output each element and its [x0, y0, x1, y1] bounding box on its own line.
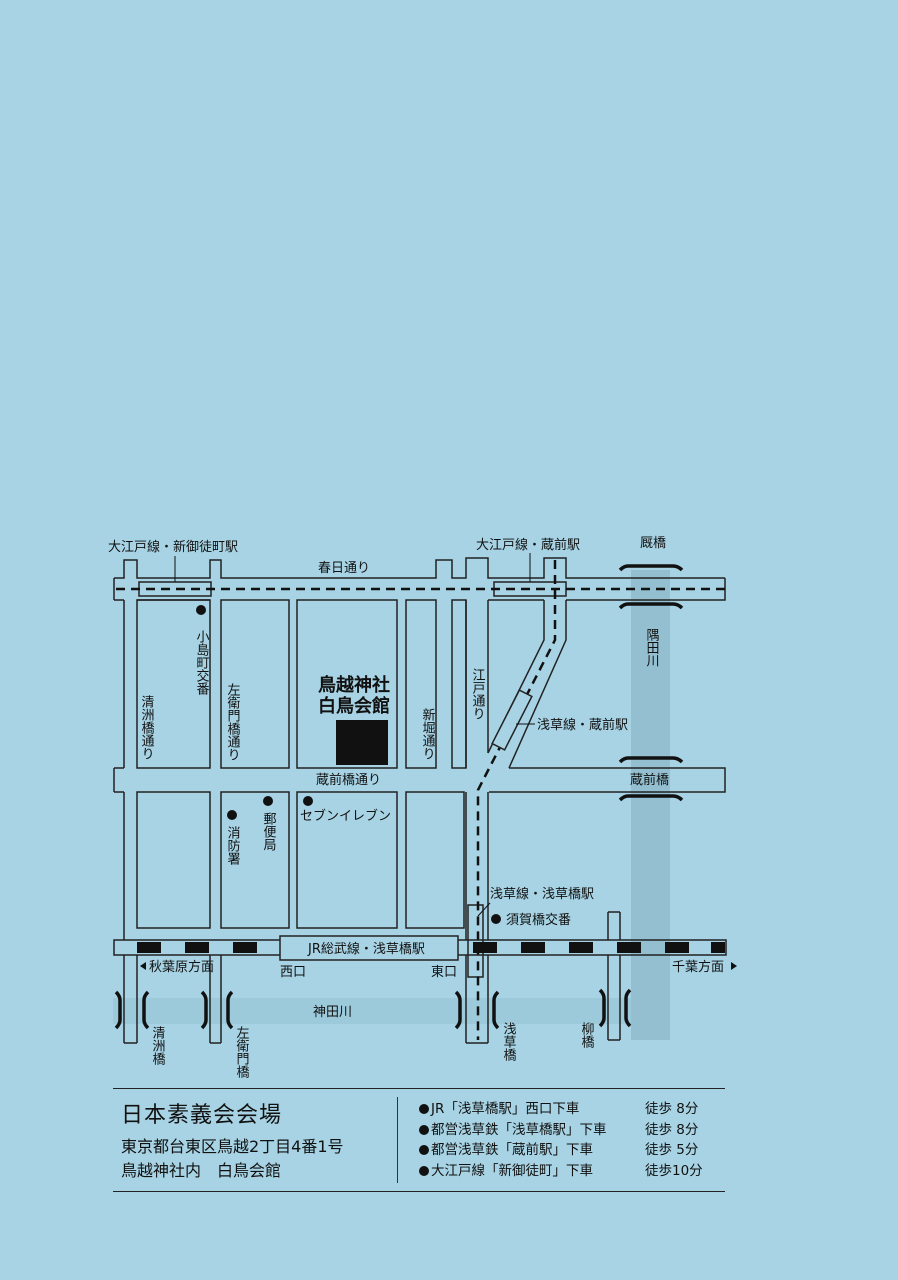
- label-sumida-river: 隅田川: [644, 628, 660, 667]
- label-yanagibashi: 柳橋: [579, 1022, 595, 1049]
- kanda-river: [113, 998, 631, 1024]
- access-route: 大江戸線「新御徒町」下車: [431, 1162, 593, 1179]
- asakusa-kuramae-platform: [491, 689, 533, 751]
- label-shin-okachimachi: 大江戸線・新御徒町駅: [108, 539, 238, 555]
- shrine-building: [336, 720, 388, 765]
- access-time: 徒歩 5分: [645, 1142, 699, 1158]
- label-akihabara: 秋葉原方面: [149, 959, 214, 975]
- bullet-icon: [419, 1124, 429, 1135]
- label-fire-station: 消防署: [225, 826, 241, 866]
- label-asakusa-kuramae: 浅草線・蔵前駅: [537, 717, 628, 733]
- label-umayabashi: 厩橋: [640, 536, 666, 551]
- access-map: 大江戸線・新御徒町駅 大江戸線・蔵前駅 厩橋 春日通り 鳥越神社 白鳥会館 浅草…: [108, 536, 737, 1079]
- bullet-icon: [419, 1104, 429, 1114]
- label-kuramaebashi-dori: 蔵前橋通り: [316, 772, 381, 788]
- label-edo-dori: 江戸通り: [470, 668, 486, 720]
- access-route: 都営浅草鉄「蔵前駅」下車: [431, 1142, 593, 1158]
- label-west-exit: 西口: [280, 965, 306, 980]
- venue-location: 鳥越神社内 白鳥会館: [121, 1161, 282, 1180]
- access-item: 都営浅草鉄「蔵前駅」下車 徒歩 5分: [419, 1138, 719, 1159]
- label-kiyosubashi-bridge: 清洲橋: [150, 1026, 166, 1066]
- road-edges: [113, 557, 726, 1044]
- label-shrine-2: 白鳥会館: [318, 695, 390, 717]
- label-chiba: 千葉方面: [672, 959, 724, 975]
- label-kuramaebashi-bridge: 蔵前橋: [630, 772, 669, 788]
- arrow-left-icon: [140, 962, 146, 970]
- sumida-river: [631, 570, 670, 1040]
- access-route: JR「浅草橋駅」西口下車: [431, 1101, 580, 1117]
- label-saemonbashi-dori: 左衛門橋通り: [225, 683, 241, 761]
- label-asakusabashi-bridge: 浅草橋: [501, 1022, 517, 1062]
- access-item: 都営浅草鉄「浅草橋駅」下車 徒歩 8分: [419, 1118, 719, 1139]
- info-panel: 日本素義会会場 東京都台東区鳥越2丁目4番1号 鳥越神社内 白鳥会館 JR「浅草…: [113, 1088, 725, 1192]
- access-time: 徒歩 8分: [645, 1101, 699, 1117]
- landmark-dots: [196, 605, 501, 924]
- label-post-office: 郵便局: [261, 812, 277, 851]
- venue-block: 日本素義会会場 東京都台東区鳥越2丁目4番1号 鳥越神社内 白鳥会館: [121, 1097, 344, 1183]
- label-east-exit: 東口: [431, 964, 457, 980]
- divider: [397, 1097, 398, 1183]
- label-seven-eleven: セブンイレブン: [300, 808, 391, 824]
- venue-address: 東京都台東区鳥越2丁目4番1号: [121, 1137, 344, 1156]
- label-kuramae-oedo: 大江戸線・蔵前駅: [476, 537, 580, 553]
- city-blocks: [136, 599, 467, 929]
- access-item: JR「浅草橋駅」西口下車 徒歩 8分: [419, 1097, 719, 1118]
- bridge-marks: [114, 564, 684, 1030]
- label-asakusa-asakusabashi: 浅草線・浅草橋駅: [490, 886, 594, 902]
- arrow-right-icon: [731, 962, 737, 970]
- access-time: 徒歩 8分: [645, 1121, 699, 1138]
- venue-name: 日本素義会会場: [121, 1103, 283, 1128]
- label-jr-asakusabashi: JR総武線・浅草橋駅: [307, 941, 425, 957]
- access-item: 大江戸線「新御徒町」下車 徒歩10分: [419, 1159, 719, 1180]
- label-shrine-1: 鳥越神社: [318, 674, 390, 696]
- access-list: JR「浅草橋駅」西口下車 徒歩 8分 都営浅草鉄「浅草橋駅」下車 徒歩 8分 都…: [419, 1097, 719, 1179]
- label-kasuga-dori: 春日通り: [318, 561, 370, 576]
- label-sugabashi-koban: 須賀橋交番: [506, 912, 571, 928]
- jr-sobu-line: [113, 935, 727, 961]
- label-kojimacho-koban: 小島町交番: [194, 630, 210, 696]
- bullet-icon: [419, 1145, 429, 1155]
- label-shinbori-dori: 新堀通り: [420, 707, 436, 760]
- pointer-lines: [174, 553, 535, 917]
- label-saemonbashi-bridge: 左衛門橋: [234, 1026, 250, 1079]
- label-kanda-river: 神田川: [313, 1005, 352, 1020]
- bullet-icon: [419, 1165, 429, 1176]
- label-kiyosubashi-dori: 清洲橋通り: [139, 695, 155, 760]
- access-time: 徒歩10分: [645, 1162, 703, 1179]
- access-route: 都営浅草鉄「浅草橋駅」下車: [431, 1121, 607, 1138]
